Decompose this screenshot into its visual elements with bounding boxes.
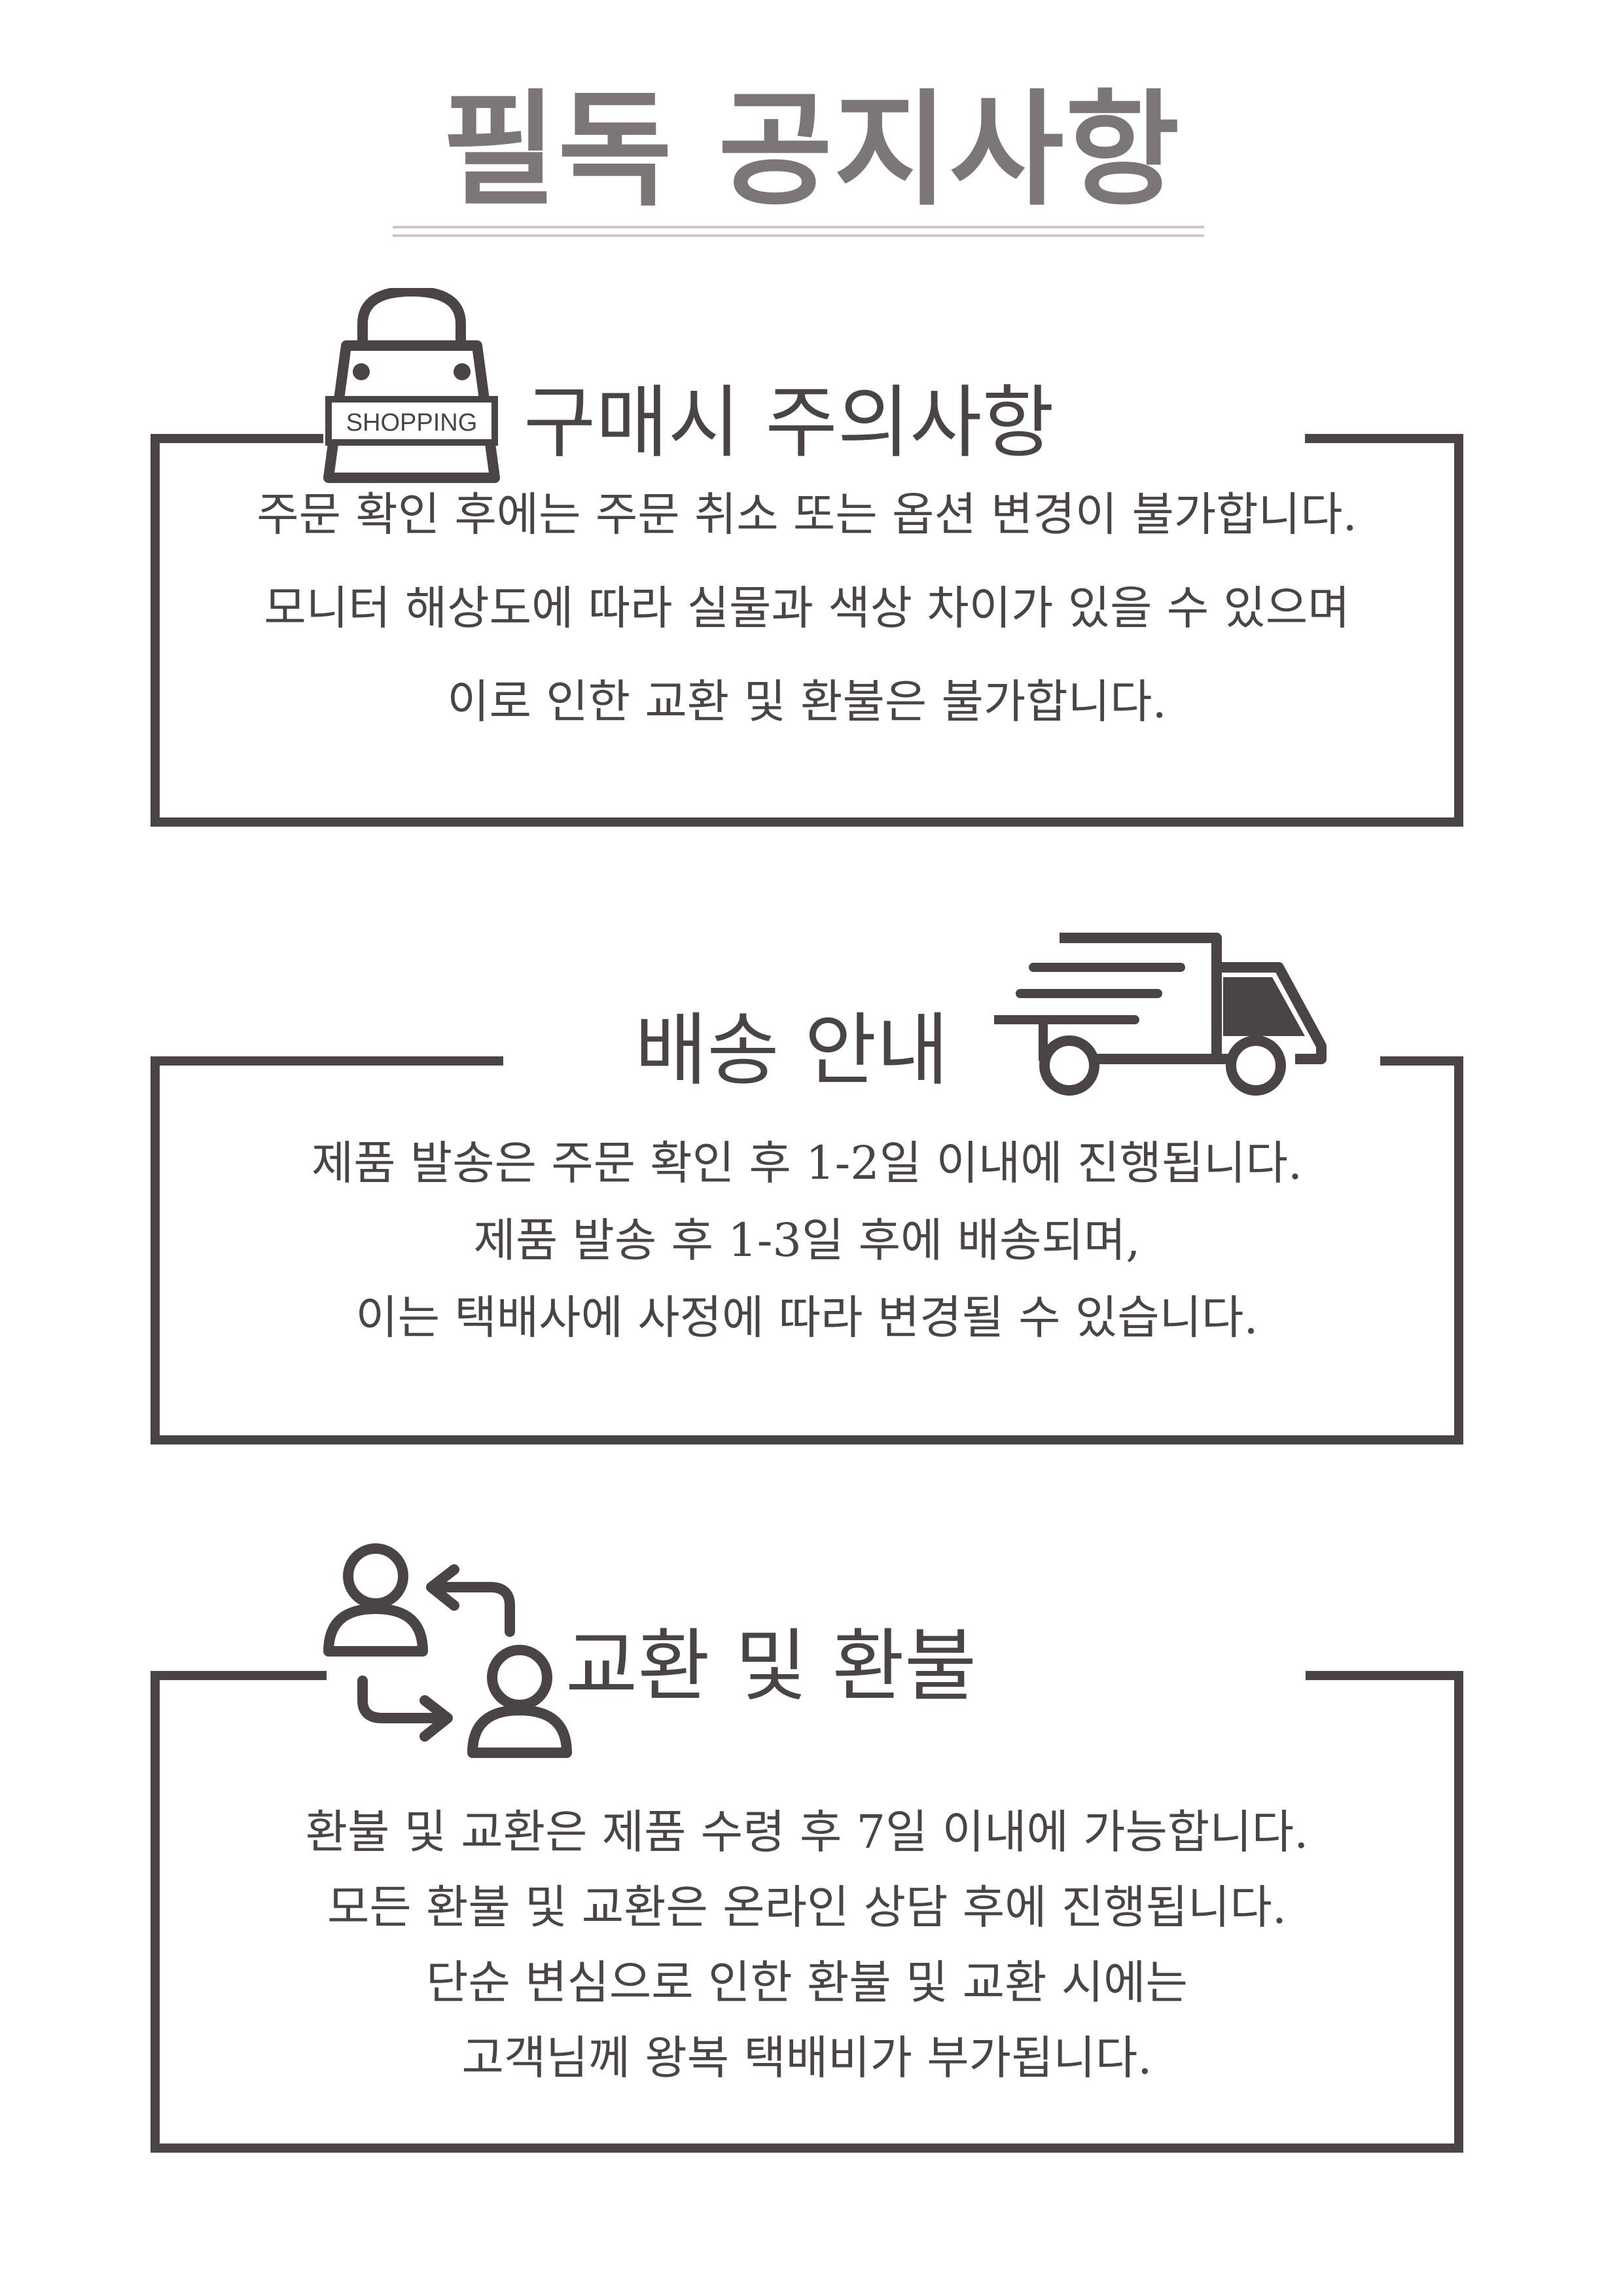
notice-line: 모든 환불 및 교환은 온라인 상담 후에 진행됩니다.	[327, 1880, 1287, 1934]
section-heading: 교환 및 환불	[565, 1621, 977, 1712]
section-heading: 구매시 주의사항	[524, 378, 1054, 469]
exchange-users-icon	[323, 1540, 572, 1763]
shopping-label: SHOPPING	[346, 409, 478, 437]
notice-line: 제품 발송은 주문 확인 후 1-2일 이내에 진행됩니다.	[311, 1136, 1303, 1190]
delivery-truck-icon	[990, 922, 1334, 1105]
section-heading: 배송 안내	[635, 1005, 949, 1096]
title-divider	[393, 226, 1204, 228]
notice-line: 환불 및 교환은 제품 수령 후 7일 이내에 가능합니다.	[305, 1805, 1309, 1859]
delivery-info-box: 배송 안내 제품 발송은 주문 확인 후 1-2일 이내에 진행됩니다. 제품 …	[151, 933, 1463, 1444]
exchange-refund-box: 교환 및 환불 환불 및 교환은 제품 수령 후 7일 이내에 가능합니다. 모…	[151, 1543, 1463, 2153]
notice-line: 이는 택배사에 사정에 따라 변경될 수 있습니다.	[355, 1291, 1258, 1344]
title-divider	[393, 234, 1204, 237]
page-title: 필독 공지사항	[442, 78, 1181, 223]
notice-line: 단순 변심으로 인한 환불 및 교환 시에는	[426, 1956, 1188, 2009]
purchase-notice-box: SHOPPING 구매시 주의사항 주문 확인 후에는 주문 취소 또는 옵션 …	[151, 285, 1463, 827]
notice-line: 고객님께 왕복 택배비가 부가됩니다.	[461, 2031, 1152, 2085]
notice-line: 이로 인한 교환 및 환불은 불가합니다.	[447, 675, 1167, 728]
notice-line: 모니터 해상도에 따라 실물과 색상 차이가 있을 수 있으며	[264, 581, 1350, 635]
shopping-bag-icon: SHOPPING	[323, 285, 500, 484]
notice-line: 제품 발송 후 1-3일 후에 배송되며,	[473, 1213, 1141, 1267]
notice-line: 주문 확인 후에는 주문 취소 또는 옵션 변경이 불가합니다.	[257, 488, 1357, 541]
